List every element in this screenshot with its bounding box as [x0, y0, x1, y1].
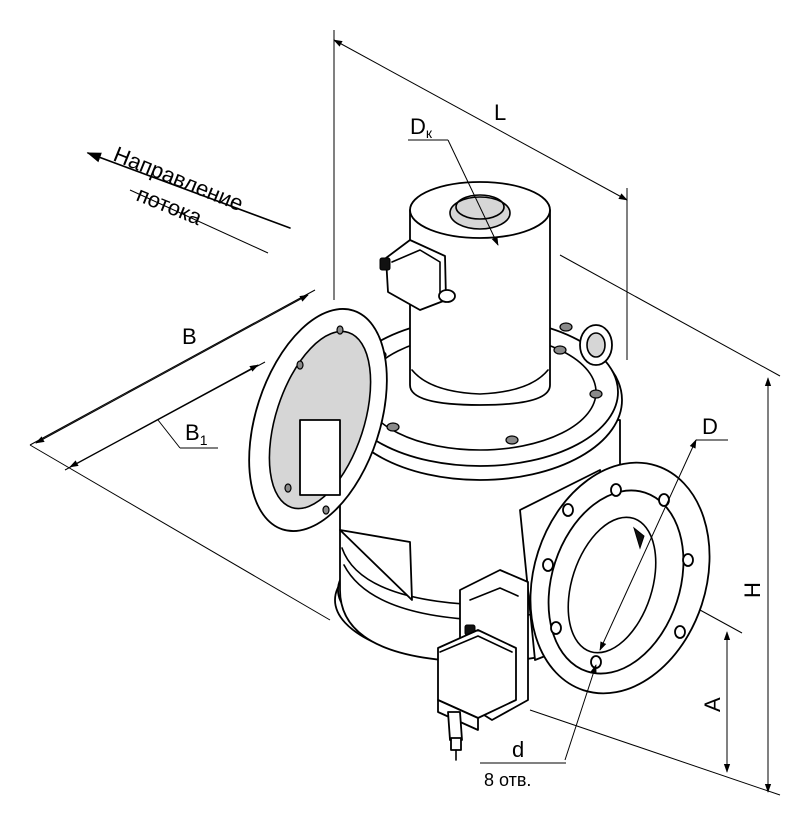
- flange-hole: [542, 558, 554, 572]
- dimension-d-holes: d 8 отв.: [480, 664, 597, 790]
- dimension-d-label: d: [512, 737, 524, 762]
- bonnet-bolt: [589, 389, 603, 399]
- dimension-L-label: L: [494, 100, 506, 125]
- flange-hole: [610, 483, 622, 497]
- bonnet-bolt: [505, 435, 519, 445]
- dimension-H: H: [740, 377, 772, 793]
- dimension-A: A: [700, 631, 731, 773]
- dimension-A-label: A: [700, 697, 725, 712]
- inlet-flange: [248, 308, 388, 532]
- flow-arrow-marking: [339, 529, 413, 601]
- dimension-Dk-label: Dк: [410, 114, 433, 141]
- holes-count-label: 8 отв.: [484, 770, 531, 790]
- dimension-H-label: H: [740, 582, 765, 598]
- solenoid-connector: [379, 239, 456, 311]
- dimension-D-label: D: [702, 414, 718, 439]
- dimension-B1: B1: [69, 364, 259, 468]
- bonnet-bolt: [559, 322, 573, 332]
- flange-hole: [682, 553, 694, 567]
- dimension-D: D: [599, 414, 728, 651]
- dimension-B1-label: B1: [185, 420, 208, 448]
- dimension-Dk: Dк: [408, 114, 499, 246]
- flange-hole: [562, 503, 574, 517]
- position-indicator-assembly: [437, 569, 529, 761]
- dimension-B-label: B: [182, 324, 197, 349]
- flange-hole: [658, 493, 670, 507]
- bonnet-bolt: [386, 422, 400, 432]
- bonnet-bolt: [553, 345, 567, 355]
- dimension-L: L: [333, 39, 628, 201]
- flow-direction-indicator: Направление потока: [86, 141, 291, 254]
- flange-hole: [674, 625, 686, 639]
- lifting-eye-right: [579, 324, 613, 366]
- flange-hole: [550, 621, 562, 635]
